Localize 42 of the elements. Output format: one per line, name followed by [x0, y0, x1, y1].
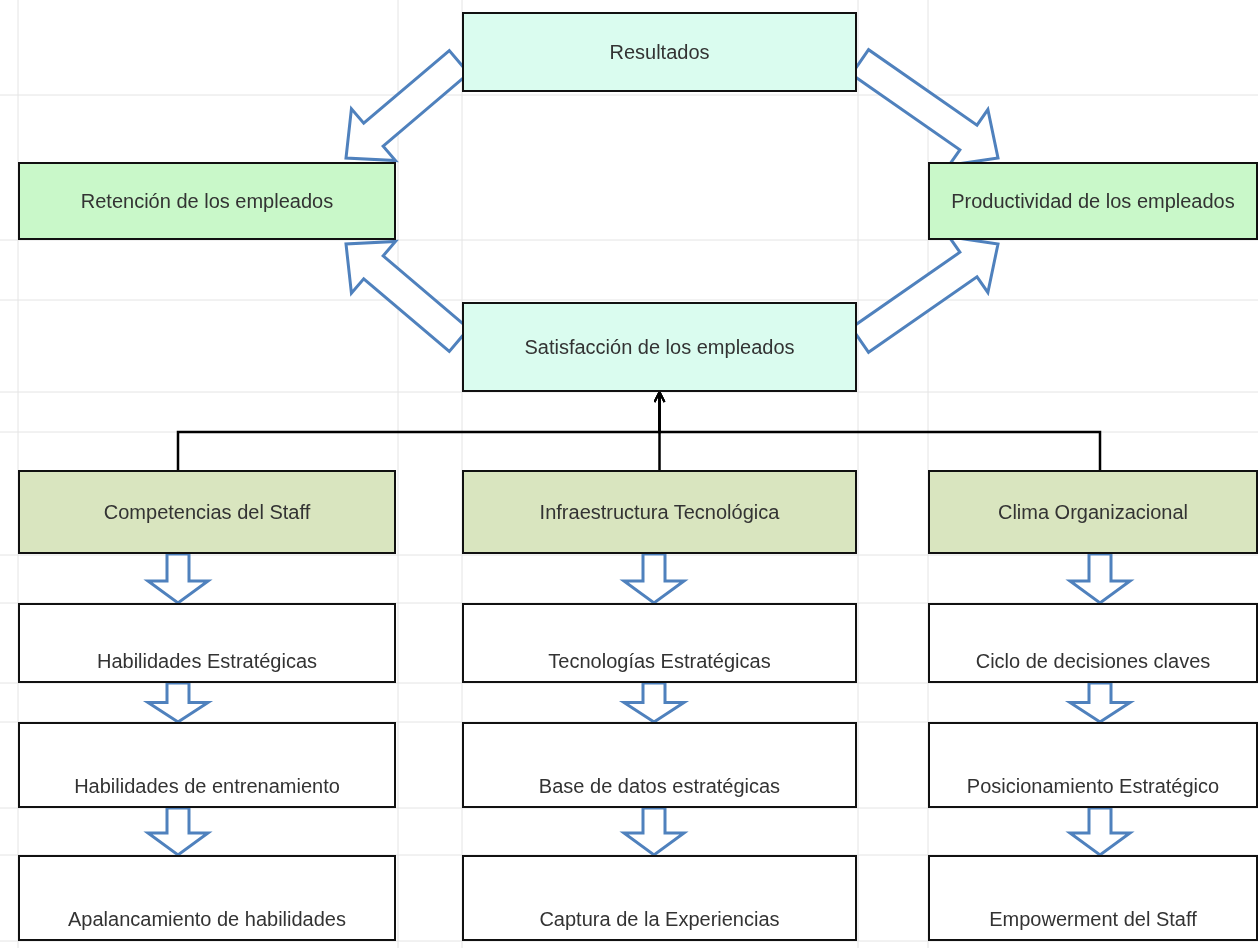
- block-arrow: [1065, 552, 1135, 605]
- process-box: [18, 603, 396, 683]
- block-arrow: [618, 681, 690, 724]
- box-label: Ciclo de decisiones claves: [975, 649, 1211, 674]
- box-label: Habilidades Estratégicas: [96, 649, 318, 674]
- box-label: Retención de los empleados: [80, 188, 334, 214]
- connector-arrow: [653, 391, 1102, 470]
- block-arrow: [1065, 806, 1135, 857]
- box-label: Posicionamiento Estratégico: [966, 774, 1220, 799]
- box-label: Satisfacción de los empleados: [524, 334, 795, 360]
- block-arrow: [142, 681, 214, 724]
- process-box: [462, 12, 857, 92]
- box-label: Productividad de los empleados: [951, 188, 1235, 214]
- block-arrow: [619, 552, 689, 605]
- process-box: [18, 722, 396, 808]
- process-box: [462, 302, 857, 392]
- block-arrow: [619, 806, 689, 857]
- box-label: Base de datos estratégicas: [538, 774, 781, 799]
- process-box: [18, 470, 396, 554]
- process-box: [18, 162, 396, 240]
- box-label: Tecnologías Estratégicas: [548, 649, 771, 674]
- process-box: [928, 722, 1258, 808]
- process-box: [462, 470, 857, 554]
- process-box: [462, 722, 857, 808]
- box-label: Infraestructura Tecnológica: [539, 499, 780, 525]
- process-box: [928, 855, 1258, 941]
- block-arrow: [143, 552, 213, 605]
- box-label: Empowerment del Staff: [989, 907, 1197, 932]
- box-label: Captura de la Experiencias: [539, 907, 780, 932]
- process-box: [462, 855, 857, 941]
- process-box: [928, 162, 1258, 240]
- process-box: [462, 603, 857, 683]
- process-box: [928, 603, 1258, 683]
- box-label: Clima Organizacional: [997, 499, 1189, 525]
- process-box: [18, 855, 396, 941]
- block-arrow: [143, 806, 213, 857]
- process-box: [928, 470, 1258, 554]
- box-label: Resultados: [609, 39, 710, 65]
- block-arrow: [1064, 681, 1136, 724]
- box-label: Competencias del Staff: [103, 499, 311, 525]
- box-label: Apalancamiento de habilidades: [68, 907, 346, 932]
- box-label: Habilidades de entrenamiento: [74, 774, 340, 799]
